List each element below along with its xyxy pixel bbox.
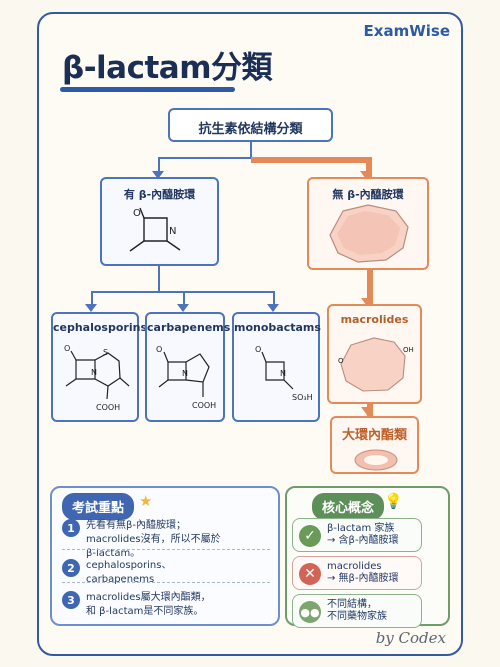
core-concepts-title: 核心概念	[312, 493, 385, 520]
core-concept-1-title: β-lactam 家族	[327, 523, 395, 534]
macrolide-ring-structure	[329, 204, 409, 263]
right-branch-arrow	[360, 171, 372, 179]
monobactams-label: monobactams	[234, 321, 321, 334]
macrolides-arrow	[361, 298, 373, 306]
core-concept-1-text: β-lactam 家族 → 含β-內醯胺環	[327, 523, 399, 547]
svg-text:N: N	[280, 369, 286, 378]
key-point-divider-1	[62, 549, 270, 550]
check-icon: ✓	[299, 525, 321, 547]
core-concept-3-text: 不同結構， 不同藥物家族	[327, 599, 387, 623]
svg-text:N: N	[169, 226, 176, 237]
macrolides-box: macrolides OH O	[327, 304, 422, 404]
key-point-3-number: 3	[62, 591, 80, 609]
people-icon: ●●	[299, 601, 321, 623]
root-left-line	[158, 157, 252, 159]
core-concept-2: ✕ macrolides → 無β-內醯胺環	[292, 556, 422, 590]
svg-text:O: O	[133, 208, 141, 219]
svg-text:N: N	[91, 368, 97, 377]
key-point-2-number: 2	[62, 559, 80, 577]
root-label: 抗生素依結構分類	[198, 122, 303, 137]
large-ring-label: 大環內酯類	[341, 428, 407, 443]
star-icon: ★	[139, 492, 153, 510]
svg-text:COOH: COOH	[96, 403, 120, 412]
title-underline	[60, 87, 235, 92]
cephalo-arrow	[85, 304, 97, 312]
core-concept-2-sub: → 無β-內醯胺環	[327, 573, 399, 584]
left-drop-monobactam	[273, 291, 275, 309]
key-point-1-text: 先看有無β-內醯胺環； macrolides沒有，所以不屬於β-lactam。	[86, 519, 230, 561]
right-branch-box: 無 β-內醯胺環	[307, 177, 429, 270]
monobactams-box: monobactams O N SO₃H	[232, 312, 321, 422]
carbapenems-box: carbapenems O N COOH	[145, 312, 231, 422]
svg-text:S: S	[103, 348, 108, 357]
key-point-1: 1 先看有無β-內醯胺環； macrolides沒有，所以不屬於β-lactam…	[62, 519, 230, 559]
core-concept-1: ✓ β-lactam 家族 → 含β-內醯胺環	[292, 518, 422, 552]
beta-lactam-core-structure: O N	[129, 207, 181, 252]
key-point-divider-2	[62, 582, 270, 583]
svg-text:COOH: COOH	[192, 401, 216, 410]
root-stem	[250, 142, 252, 158]
idea-icon: 💡	[384, 492, 403, 510]
left-stem	[158, 266, 160, 292]
large-ring-icon	[354, 449, 398, 471]
key-point-3: 3 macrolides屬大環內酯類， 和 β-lactam是不同家族。	[62, 591, 230, 627]
core-concept-2-text: macrolides → 無β-內醯胺環	[327, 561, 399, 585]
left-horizontal-line	[91, 291, 274, 293]
cephalosporins-box: cephalosporins S O N COOH	[51, 312, 147, 422]
svg-text:SO₃H: SO₃H	[292, 393, 313, 402]
key-point-2: 2 cephalosporins、carbapenems	[62, 559, 230, 585]
brand-logo: ExamWise	[363, 22, 450, 40]
root-left-drop	[158, 157, 160, 176]
cephalosporins-label: cephalosporins	[53, 321, 147, 334]
monobactam-structure: O N SO₃H	[255, 345, 313, 402]
large-ring-box: 大環內酯類	[330, 416, 419, 474]
svg-text:N: N	[182, 369, 188, 378]
monobactam-arrow	[267, 304, 279, 312]
svg-text:O: O	[64, 344, 70, 353]
carbapenems-label: carbapenems	[147, 321, 231, 334]
core-concept-3-title: 不同結構，	[327, 599, 377, 610]
page-title: β-lactam分類	[62, 50, 273, 86]
root-right-line	[251, 157, 372, 163]
left-branch-box: 有 β-內醯胺環 O N	[100, 177, 219, 266]
key-point-1-number: 1	[62, 519, 80, 537]
key-point-3-text: macrolides屬大環內酯類， 和 β-lactam是不同家族。	[86, 592, 211, 617]
core-concept-3-sub: 不同藥物家族	[327, 611, 387, 622]
macrolides-label: macrolides	[340, 313, 409, 326]
core-concept-1-sub: → 含β-內醯胺環	[327, 535, 399, 546]
left-branch-label: 有 β-內醯胺環	[123, 188, 196, 201]
signature: by Codex	[375, 629, 446, 647]
left-drop-carbapenem	[183, 291, 185, 309]
svg-text:O: O	[156, 345, 162, 354]
large-ring-arrow	[361, 407, 373, 415]
key-point-2-text: cephalosporins、carbapenems	[86, 560, 172, 585]
carbapenem-structure: O N COOH	[156, 345, 216, 410]
key-points-title: 考試重點	[62, 493, 135, 520]
svg-text:OH: OH	[403, 346, 414, 354]
core-concept-2-title: macrolides	[327, 561, 382, 572]
root-box: 抗生素依結構分類	[168, 108, 333, 142]
svg-text:O: O	[255, 345, 261, 354]
svg-text:O: O	[338, 357, 344, 365]
macrolide-structure: OH O	[338, 337, 414, 392]
right-branch-label: 無 β-內醯胺環	[332, 188, 404, 201]
left-drop-cephalo	[91, 291, 93, 309]
carbapenem-arrow	[177, 304, 189, 312]
core-concept-3: ●● 不同結構， 不同藥物家族	[292, 594, 422, 628]
cross-icon: ✕	[299, 563, 321, 585]
key-point-1-line1: 先看有無β-內醯胺環； macrolides沒有，所以不屬於β-lactam。	[86, 520, 221, 559]
cephalosporin-structure: S O N COOH	[64, 344, 130, 412]
left-branch-arrow	[152, 171, 164, 179]
